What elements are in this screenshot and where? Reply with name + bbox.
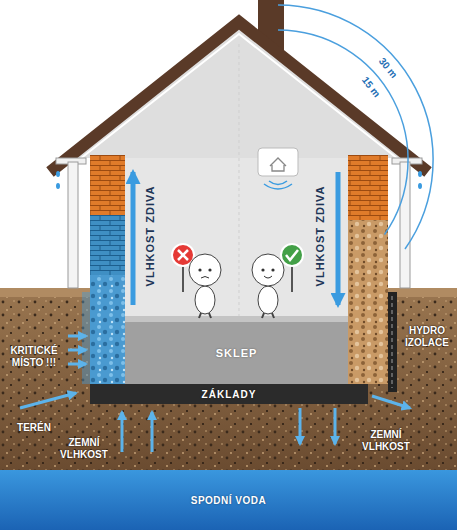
wall-moisture-label-anchor: VLHKOST ZDIVA xyxy=(144,186,157,287)
critical-spot-label-anchor: KRITICKÉ MÍSTO !!! xyxy=(3,345,65,368)
soil-moisture-label: ZEMNÍ VLHKOST xyxy=(56,437,112,460)
soil-moisture-label: ZEMNÍ VLHKOST xyxy=(358,429,414,452)
wall-moisture-label: VLHKOST ZDIVA xyxy=(144,186,157,287)
terrain-label-anchor: TERÉN xyxy=(17,422,51,434)
terrain-label: TERÉN xyxy=(17,422,51,434)
wall-moisture-label: VLHKOST ZDIVA xyxy=(314,186,327,287)
node-text: ZÁKLADY xyxy=(202,389,257,400)
basement-box: SKLEP xyxy=(125,322,348,384)
groundwater-band: SPODNÍ VODA xyxy=(0,470,457,530)
soil-moisture-label-anchor: ZEMNÍ VLHKOST xyxy=(56,437,112,460)
waterproofing-label: HYDRO IZOLACE xyxy=(401,325,453,348)
critical-spot-label: KRITICKÉ MÍSTO !!! xyxy=(3,345,65,368)
waterproofing-label-anchor: HYDRO IZOLACE xyxy=(401,325,453,348)
wall-moisture-label-anchor: VLHKOST ZDIVA xyxy=(314,186,327,287)
node-text: SPODNÍ VODA xyxy=(191,495,267,506)
node-text: SKLEP xyxy=(216,347,258,359)
soil-moisture-label-anchor: ZEMNÍ VLHKOST xyxy=(358,429,414,452)
foundation-band: ZÁKLADY xyxy=(90,384,368,404)
